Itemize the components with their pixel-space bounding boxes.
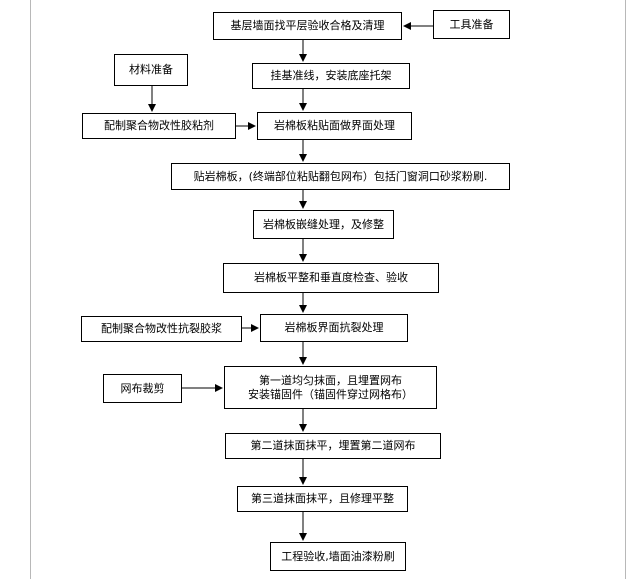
- step-joint-treatment: 岩棉板嵌缝处理，及修整: [253, 210, 394, 239]
- step-baseline-bracket-label: 挂基准线，安装底座托架: [270, 69, 392, 82]
- frame-right-border: [625, 0, 626, 579]
- step-third-coat-label: 第三道抹面抹平，且修理平整: [251, 492, 394, 505]
- step-second-coat-label: 第二道抹面抹平，埋置第二道网布: [250, 439, 416, 452]
- side-mortar-mix: 配制聚合物改性抗裂胶浆: [81, 316, 242, 342]
- step-surface-acceptance-label: 基层墙面找平层验收合格及清理: [230, 19, 385, 32]
- step-flatness-inspection-label: 岩棉板平整和垂直度检查、验收: [254, 271, 408, 284]
- side-material-prep: 材料准备: [114, 54, 188, 86]
- step-baseline-bracket: 挂基准线，安装底座托架: [252, 63, 410, 89]
- step-surface-acceptance: 基层墙面找平层验收合格及清理: [213, 12, 402, 40]
- step-second-coat: 第二道抹面抹平，埋置第二道网布: [225, 433, 441, 459]
- step-board-pasting: 贴岩棉板，(终端部位粘贴翻包网布）包括门窗洞口砂浆粉刷.: [171, 163, 510, 190]
- step-first-coat: 第一道均匀抹面，且埋置网布 安装锚固件（锚固件穿过网格布）: [224, 366, 437, 409]
- step-first-coat-line2: 安装锚固件（锚固件穿过网格布）: [248, 387, 413, 401]
- side-adhesive-mix-label: 配制聚合物改性胶粘剂: [104, 119, 214, 132]
- step-flatness-inspection: 岩棉板平整和垂直度检查、验收: [223, 263, 439, 293]
- step-final-acceptance-label: 工程验收,墙面油漆粉刷: [281, 549, 395, 563]
- step-crack-resistance: 岩棉板界面抗裂处理: [260, 314, 408, 342]
- side-material-prep-label: 材料准备: [129, 63, 173, 76]
- step-interface-treatment-label: 岩棉板粘贴面做界面处理: [274, 119, 395, 132]
- side-tool-prep: 工具准备: [433, 10, 510, 39]
- side-tool-prep-label: 工具准备: [449, 17, 494, 31]
- step-board-pasting-label: 贴岩棉板，(终端部位粘贴翻包网布）包括门窗洞口砂浆粉刷.: [193, 169, 488, 183]
- side-mesh-cutting: 网布裁剪: [103, 374, 182, 403]
- step-third-coat: 第三道抹面抹平，且修理平整: [237, 486, 408, 512]
- step-joint-treatment-label: 岩棉板嵌缝处理，及修整: [263, 217, 384, 231]
- step-crack-resistance-label: 岩棉板界面抗裂处理: [284, 321, 384, 334]
- frame-left-border: [30, 0, 31, 579]
- step-final-acceptance: 工程验收,墙面油漆粉刷: [270, 542, 406, 571]
- step-first-coat-line1: 第一道均匀抹面，且埋置网布: [259, 373, 402, 387]
- side-mortar-mix-label: 配制聚合物改性抗裂胶浆: [101, 322, 222, 335]
- side-adhesive-mix: 配制聚合物改性胶粘剂: [82, 113, 236, 139]
- step-interface-treatment: 岩棉板粘贴面做界面处理: [257, 112, 412, 140]
- side-mesh-cutting-label: 网布裁剪: [120, 381, 165, 395]
